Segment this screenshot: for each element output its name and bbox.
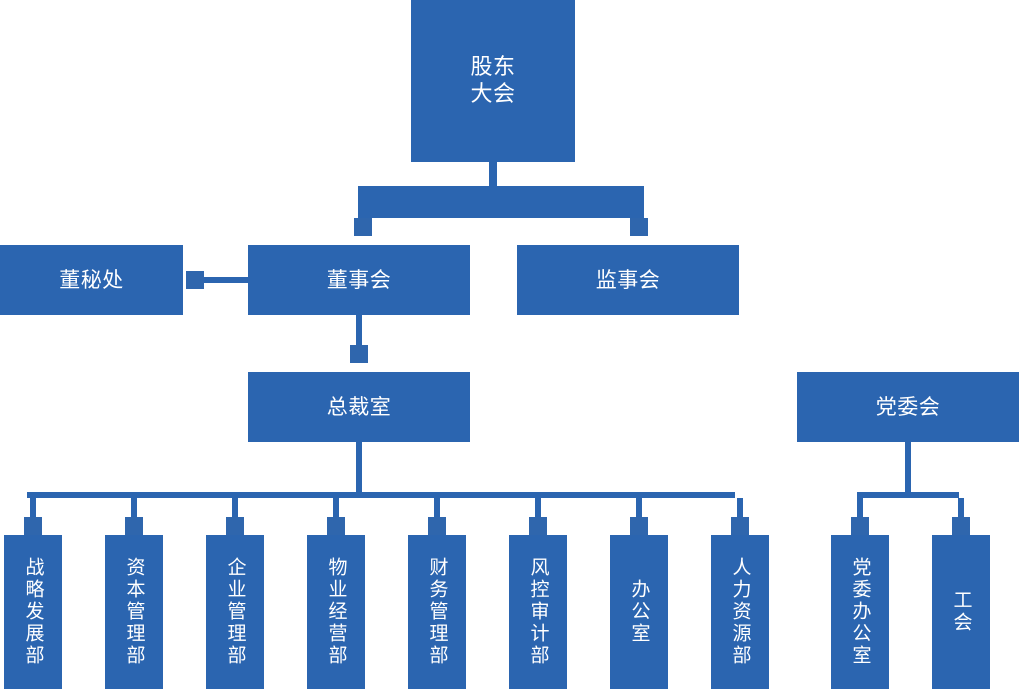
node-labor-union[interactable]: 工会 (932, 535, 990, 689)
node-enterprise-management-dept[interactable]: 企业管理部 (206, 535, 264, 689)
node-property-operations-dept[interactable]: 物业经营部 (307, 535, 365, 689)
node-enterprise-management-dept-label: 企业管理部 (224, 557, 247, 667)
connector-nub-labor-union (952, 517, 970, 535)
connector-stem-l1 (489, 162, 497, 186)
node-general-office[interactable]: 办公室 (610, 535, 668, 689)
node-party-committee-label: 党委会 (875, 394, 941, 419)
connector-dropline-risk-control-audit-dept (535, 498, 541, 517)
node-presidents-office-label: 总裁室 (326, 394, 392, 419)
connector-dropline-capital-management-dept (131, 498, 137, 517)
connector-nub-human-resources-dept (731, 517, 749, 535)
node-human-resources-dept[interactable]: 人力资源部 (711, 535, 769, 689)
node-labor-union-label: 工会 (950, 590, 973, 634)
node-strategy-development-dept-label: 战略发展部 (22, 557, 45, 667)
connector-nub-board-of-directors (354, 218, 372, 236)
connector-dropline-labor-union (958, 498, 964, 517)
connector-bus-party-departments (857, 492, 959, 498)
node-board-of-supervisors[interactable]: 监事会 (517, 245, 739, 315)
connector-dropline-enterprise-management-dept (232, 498, 238, 517)
node-finance-management-dept[interactable]: 财务管理部 (408, 535, 466, 689)
connector-nub-property-operations-dept (327, 517, 345, 535)
node-party-committee[interactable]: 党委会 (797, 372, 1019, 442)
node-board-secretary-office-label: 董秘处 (59, 267, 124, 292)
connector-nub-party-committee-office (851, 517, 869, 535)
connector-bus-departments (27, 492, 735, 498)
connector-stem-board-to-president (356, 315, 362, 345)
connector-dropline-finance-management-dept (434, 498, 440, 517)
node-board-secretary-office[interactable]: 董秘处 (0, 245, 183, 315)
node-general-office-label: 办公室 (628, 579, 651, 645)
connector-nub-board-secretary-office (186, 271, 204, 289)
node-party-committee-office-label: 党委办公室 (849, 557, 872, 667)
node-board-of-directors[interactable]: 董事会 (248, 245, 470, 315)
node-capital-management-dept-label: 资本管理部 (123, 557, 146, 667)
node-capital-management-dept[interactable]: 资本管理部 (105, 535, 163, 689)
node-board-of-directors-label: 董事会 (326, 267, 392, 292)
node-shareholders-meeting[interactable]: 股东 大会 (411, 0, 575, 162)
node-party-committee-office[interactable]: 党委办公室 (831, 535, 889, 689)
node-presidents-office[interactable]: 总裁室 (248, 372, 470, 442)
node-strategy-development-dept[interactable]: 战略发展部 (4, 535, 62, 689)
connector-nub-finance-management-dept (428, 517, 446, 535)
node-board-of-supervisors-label: 监事会 (595, 267, 661, 292)
node-shareholders-meeting-label: 股东 大会 (470, 54, 516, 108)
connector-nub-enterprise-management-dept (226, 517, 244, 535)
connector-dropline-general-office (636, 498, 642, 517)
node-risk-control-audit-dept[interactable]: 风控审计部 (509, 535, 567, 689)
connector-dropline-party-committee-office (857, 498, 863, 517)
connector-nub-board-of-supervisors (630, 218, 648, 236)
connector-bus-l2 (358, 186, 644, 218)
node-risk-control-audit-dept-label: 风控审计部 (527, 557, 550, 667)
connector-nub-risk-control-audit-dept (529, 517, 547, 535)
connector-nub-strategy-development-dept (24, 517, 42, 535)
connector-stem-president-down (356, 442, 362, 492)
connector-dropline-property-operations-dept (333, 498, 339, 517)
connector-nub-general-office (630, 517, 648, 535)
connector-dropline-strategy-development-dept (30, 498, 36, 517)
connector-stem-party-down (905, 442, 911, 492)
node-finance-management-dept-label: 财务管理部 (426, 557, 449, 667)
connector-nub-presidents-office (350, 345, 368, 363)
node-property-operations-dept-label: 物业经营部 (325, 557, 348, 667)
connector-dropline-human-resources-dept (737, 498, 743, 517)
connector-nub-capital-management-dept (125, 517, 143, 535)
node-human-resources-dept-label: 人力资源部 (729, 557, 752, 667)
connector-line-secretary-to-board (200, 277, 250, 283)
